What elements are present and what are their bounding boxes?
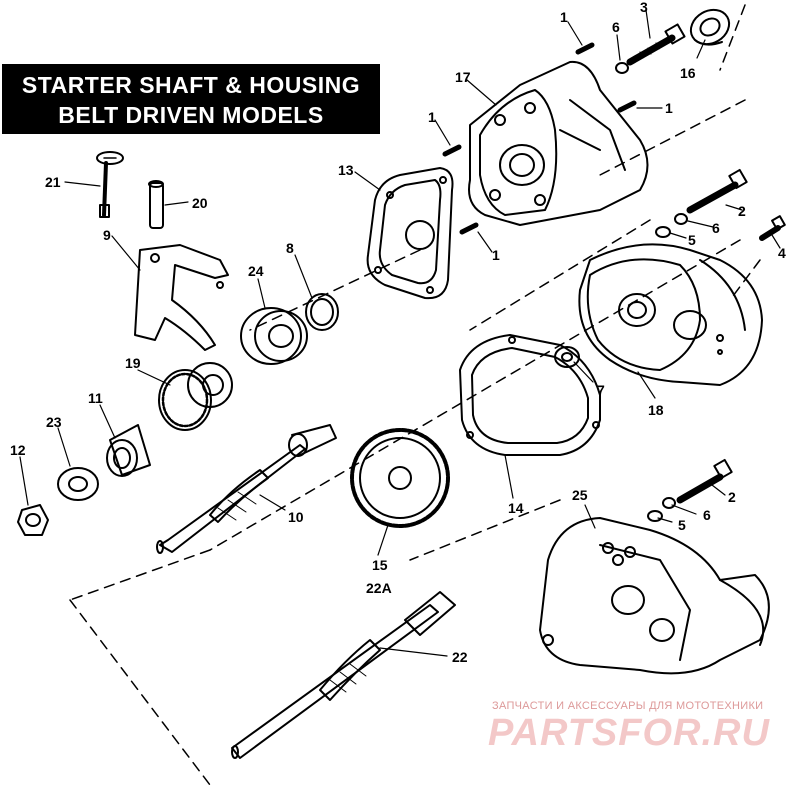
drive-gear-15 — [350, 428, 450, 528]
callout-24: 24 — [248, 263, 264, 279]
starter-shaft-10 — [156, 424, 337, 554]
callout-4: 4 — [778, 245, 786, 261]
callout-20: 20 — [192, 195, 208, 211]
callout-2: 2 — [738, 203, 746, 219]
lock-washer — [662, 497, 676, 509]
callout-7: 7 — [597, 382, 605, 398]
callout-22: 22 — [452, 649, 468, 665]
callout-9: 9 — [103, 227, 111, 243]
lock-washer — [615, 62, 629, 74]
shift-lever-9 — [134, 244, 229, 351]
callout-18: 18 — [648, 402, 664, 418]
housing-25 — [539, 517, 770, 675]
callout-5: 5 — [678, 517, 686, 533]
pinion-gear-19 — [158, 362, 233, 431]
gasket-13 — [366, 167, 454, 300]
callout-3: 3 — [640, 0, 648, 15]
bushing-11 — [106, 424, 151, 477]
callout-6: 6 — [712, 220, 720, 236]
callout-1: 1 — [560, 9, 568, 25]
title-line-1: STARTER SHAFT & HOUSING — [21, 72, 361, 98]
callout-1: 1 — [492, 247, 500, 263]
end-cover-18 — [578, 243, 763, 386]
screw-3 — [626, 23, 686, 66]
callout-15: 15 — [372, 557, 388, 573]
screw-21 — [96, 151, 124, 218]
callout-12: 12 — [10, 442, 26, 458]
oil-seal-16 — [689, 8, 731, 46]
callout-21: 21 — [45, 174, 61, 190]
callout-16: 16 — [680, 65, 696, 81]
callout-labels: 1 6 3 16 17 1 1 13 21 20 9 8 24 1 2 6 5 … — [10, 0, 786, 665]
callout-13: 13 — [338, 162, 354, 178]
bolt-2 — [676, 168, 748, 504]
title-banner: STARTER SHAFT & HOUSING BELT DRIVEN MODE… — [2, 64, 380, 134]
retaining-ring-8 — [305, 293, 339, 331]
callout-22A: 22A — [366, 580, 392, 596]
callout-1: 1 — [665, 100, 673, 116]
spacer-24 — [240, 307, 308, 365]
callout-8: 8 — [286, 240, 294, 256]
washer — [655, 226, 671, 238]
lock-washer — [674, 213, 688, 225]
watermark-logo: PARTSFOR.RU — [488, 712, 770, 754]
callout-11: 11 — [88, 390, 103, 406]
screw-4 — [759, 215, 786, 241]
starter-shaft-22 — [231, 591, 456, 759]
washer — [647, 510, 663, 522]
dowel-pin — [442, 42, 637, 235]
callout-14: 14 — [508, 500, 524, 516]
callout-6: 6 — [703, 507, 711, 523]
nut-12 — [17, 504, 49, 536]
assembly-axis-lines — [69, 4, 761, 786]
watermark-caption: ЗАПЧАСТИ И АКСЕССУАРЫ ДЛЯ МОТОТЕХНИКИ — [492, 700, 764, 712]
callout-19: 19 — [125, 355, 141, 371]
callout-5: 5 — [688, 232, 696, 248]
leader-lines — [19, 9, 781, 657]
gasket-14 — [459, 334, 601, 456]
callout-1: 1 — [428, 109, 436, 125]
callout-6: 6 — [612, 19, 620, 35]
callout-17: 17 — [455, 69, 471, 85]
callout-2: 2 — [728, 489, 736, 505]
thrust-washer-23 — [57, 467, 99, 501]
callout-10: 10 — [288, 509, 304, 525]
starter-housing-17 — [468, 60, 649, 226]
callout-25: 25 — [572, 487, 588, 503]
pin-20 — [148, 180, 164, 229]
callout-23: 23 — [46, 414, 62, 430]
title-line-2: BELT DRIVEN MODELS — [58, 102, 324, 128]
